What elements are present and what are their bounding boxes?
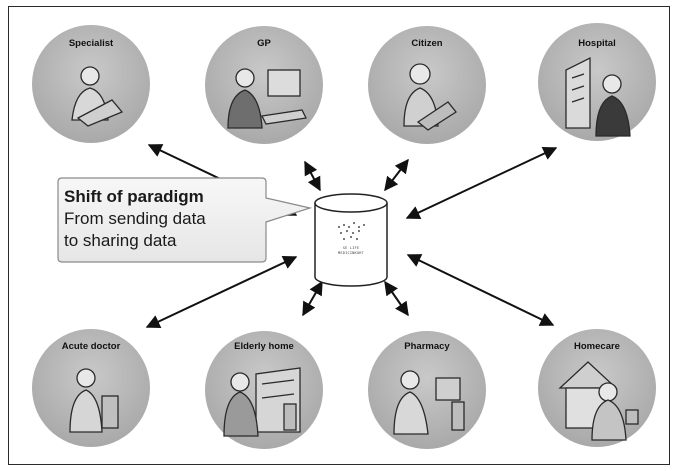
- node-citizen: Citizen: [368, 26, 486, 144]
- node-homecare: Homecare: [538, 329, 656, 447]
- node-label: Pharmacy: [404, 341, 450, 352]
- person-with-laptop-icon: [71, 66, 124, 127]
- doctor-with-computer-icon: [69, 368, 119, 433]
- node-gp: GP: [205, 26, 323, 144]
- callout-line1: From sending data: [64, 209, 206, 228]
- node-acute-doctor: Acute doctor: [32, 329, 150, 447]
- node-label: Acute doctor: [62, 341, 121, 352]
- database-logo: [338, 222, 365, 240]
- callout-text: Shift of paradigm From sending data to s…: [64, 186, 264, 252]
- node-specialist: Specialist: [32, 25, 150, 143]
- node-pharmacy: Pharmacy: [368, 331, 486, 449]
- person-with-laptop-icon: [403, 63, 457, 131]
- person-at-computer-icon: [227, 68, 307, 129]
- arrow-gp: [304, 160, 321, 192]
- node-label: Citizen: [411, 38, 442, 49]
- hospital-building-with-person-icon: [565, 56, 631, 137]
- node-label: GP: [257, 38, 271, 49]
- house-with-person-icon: [558, 361, 639, 441]
- nurse-with-building-icon: [223, 367, 301, 437]
- node-label: Homecare: [574, 341, 620, 352]
- callout-bubble: [57, 177, 313, 263]
- database-cylinder-icon: SE LIFE MEDICINKORT: [314, 193, 388, 287]
- person-at-computer-icon: [393, 370, 465, 435]
- database-caption-line2: MEDICINKORT: [338, 251, 365, 255]
- arrow-acute-doctor: [145, 256, 298, 328]
- arrow-citizen: [384, 158, 409, 192]
- database-caption-line1: SE LIFE: [343, 246, 360, 250]
- callout-line2: to sharing data: [64, 231, 177, 250]
- arrow-hospital: [405, 147, 558, 219]
- node-elderly-home: Elderly home: [205, 331, 323, 449]
- arrow-pharmacy: [384, 280, 409, 317]
- node-label: Elderly home: [234, 341, 294, 352]
- arrow-homecare: [406, 254, 555, 326]
- node-label: Specialist: [69, 38, 114, 49]
- node-hospital: Hospital: [538, 23, 656, 141]
- arrow-elderly-home: [302, 280, 323, 317]
- node-label: Hospital: [578, 38, 615, 49]
- callout-title: Shift of paradigm: [64, 187, 204, 206]
